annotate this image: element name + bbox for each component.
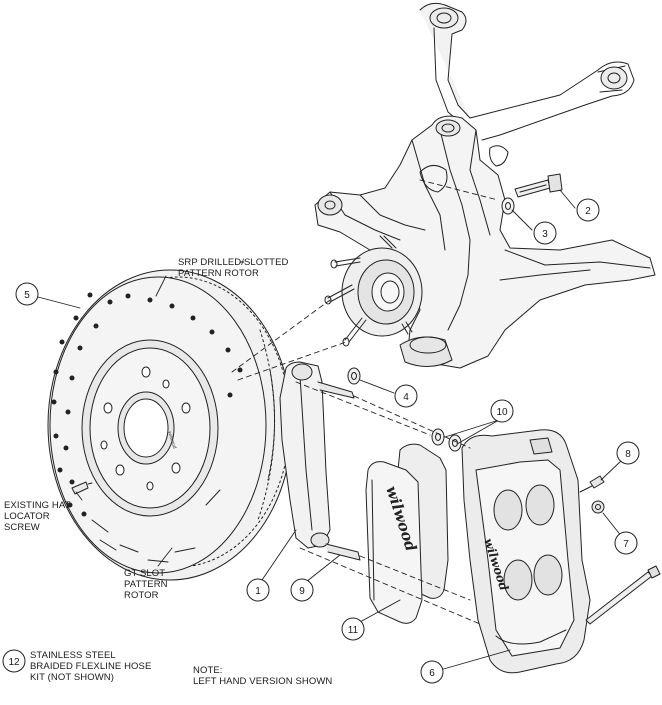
callout-12: [2, 649, 26, 673]
label-hat-screw: EXISTING HAT LOCATOR SCREW: [4, 500, 70, 533]
callout-12-text: 12: [8, 657, 20, 668]
label-srp-rotor-line2: PATTERN ROTOR: [178, 268, 259, 279]
callout-6: [420, 660, 444, 684]
rotor-hat-logo: wilwood: [166, 431, 177, 450]
callout-3: [533, 221, 557, 245]
callout-4: [394, 384, 418, 408]
callout-8-text: 8: [625, 449, 631, 460]
callout-2: [576, 198, 600, 222]
bracket-washer: [347, 367, 361, 385]
callout-9: [290, 578, 314, 602]
label-flexline-line2: BRAIDED FLEXLINE HOSE: [30, 661, 152, 672]
rotor-lug-holes: [100, 366, 191, 491]
label-gt-rotor-line3: ROTOR: [124, 590, 159, 601]
caliper-mount-bolt: [585, 565, 661, 625]
callout-1: [246, 578, 270, 602]
label-gt-rotor-line2: PATTERN: [124, 579, 168, 590]
rotor-drill-holes: [51, 292, 243, 517]
label-gt-rotor-line1: GT SLOT: [124, 568, 166, 579]
callout-5: [15, 282, 39, 306]
upper-control-arm: [419, 2, 635, 141]
callout-8: [616, 441, 640, 465]
callout-2-text: 2: [585, 206, 591, 217]
steering-knuckle: [314, 115, 656, 369]
brake-pad-front: wilwood: [365, 461, 423, 624]
callout-11-text: 11: [348, 625, 359, 636]
label-flexline-line3: KIT (NOT SHOWN): [30, 672, 115, 683]
callout-4-text: 4: [403, 392, 409, 403]
label-hat-screw-line3: SCREW: [4, 522, 40, 533]
bleed-screw: [579, 475, 605, 493]
label-note-line1: NOTE:: [193, 665, 223, 676]
callout-3-text: 3: [542, 229, 548, 240]
callout-11: [341, 617, 365, 641]
label-hat-screw-line2: LOCATOR: [4, 511, 50, 522]
leader-lines: [37, 189, 623, 671]
label-flexline: STAINLESS STEEL BRAIDED FLEXLINE HOSE KI…: [30, 650, 151, 683]
label-hat-screw-line1: EXISTING HAT: [4, 500, 71, 511]
label-gt-rotor: GT SLOT PATTERN ROTOR: [124, 568, 168, 601]
label-note: NOTE: LEFT HAND VERSION SHOWN: [193, 665, 332, 687]
callout-9-text: 9: [299, 586, 305, 597]
callout-1-text: 1: [255, 586, 261, 597]
caliper-bracket-bolt: [514, 173, 563, 198]
callout-10: [490, 399, 514, 423]
caliper: wilwood: [461, 429, 591, 674]
callout-7-text: 7: [623, 539, 629, 550]
label-note-line2: LEFT HAND VERSION SHOWN: [193, 676, 333, 687]
hat-locator-screw: [71, 481, 93, 495]
inlet-fitting: [591, 500, 605, 514]
caliper-bracket: [279, 361, 361, 561]
washer: [501, 197, 515, 215]
callout-5-text: 5: [24, 290, 30, 301]
shim-washers: [431, 428, 462, 452]
label-srp-rotor-line1: SRP DRILLED/SLOTTED: [178, 257, 289, 268]
rotor: wilwood: [47, 269, 293, 581]
label-flexline-line1: STAINLESS STEEL: [30, 650, 116, 661]
callouts: [2, 198, 640, 684]
label-srp-rotor: SRP DRILLED/SLOTTED PATTERN ROTOR: [178, 257, 288, 279]
assembly-lines: [231, 179, 499, 625]
callout-10-text: 10: [496, 407, 508, 418]
wheel-hub: [324, 235, 423, 347]
callout-6-text: 6: [429, 668, 435, 679]
callout-7: [614, 531, 638, 555]
